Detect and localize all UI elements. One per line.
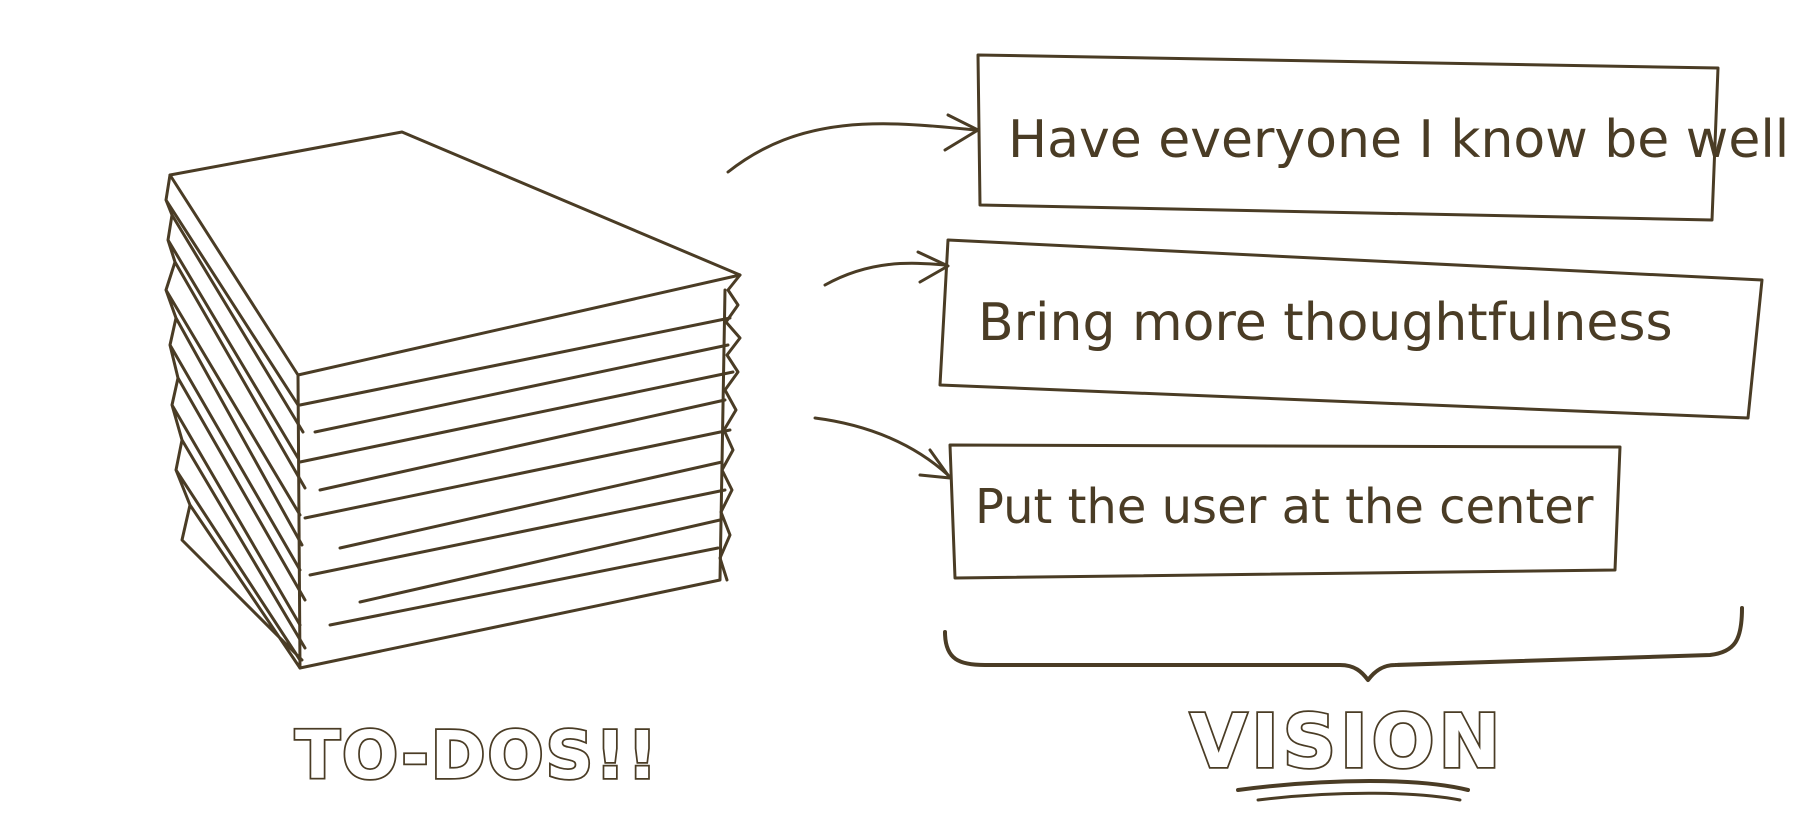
stack-page-lines (298, 316, 735, 627)
arrow-2-head (916, 250, 950, 284)
vision-box-3: Put the user at the center (948, 443, 1622, 580)
vision-underline (1236, 779, 1470, 792)
paper-stack-illustration (164, 130, 742, 670)
vision-item-1: Have everyone I know be well (1008, 110, 1789, 170)
arrow-3 (813, 416, 950, 477)
stack-label: TO-DOS!! (295, 717, 659, 794)
stack-right-edge (718, 273, 742, 582)
vision-brace (943, 606, 1744, 682)
vision-item-2: Bring more thoughtfulness (978, 293, 1673, 353)
vision-box-2: Bring more thoughtfulness (938, 238, 1764, 420)
arrows (726, 113, 980, 480)
arrow-1-head (943, 113, 980, 152)
arrow-2 (823, 261, 947, 287)
stack-left-edge (164, 173, 307, 670)
vision-item-3: Put the user at the center (975, 479, 1594, 535)
vision-label: VISION (1190, 699, 1504, 785)
arrow-1 (726, 122, 977, 174)
stack-front-outline (296, 288, 727, 670)
vision-box-1: Have everyone I know be well (976, 53, 1789, 222)
vision-underline-2 (1256, 791, 1462, 802)
